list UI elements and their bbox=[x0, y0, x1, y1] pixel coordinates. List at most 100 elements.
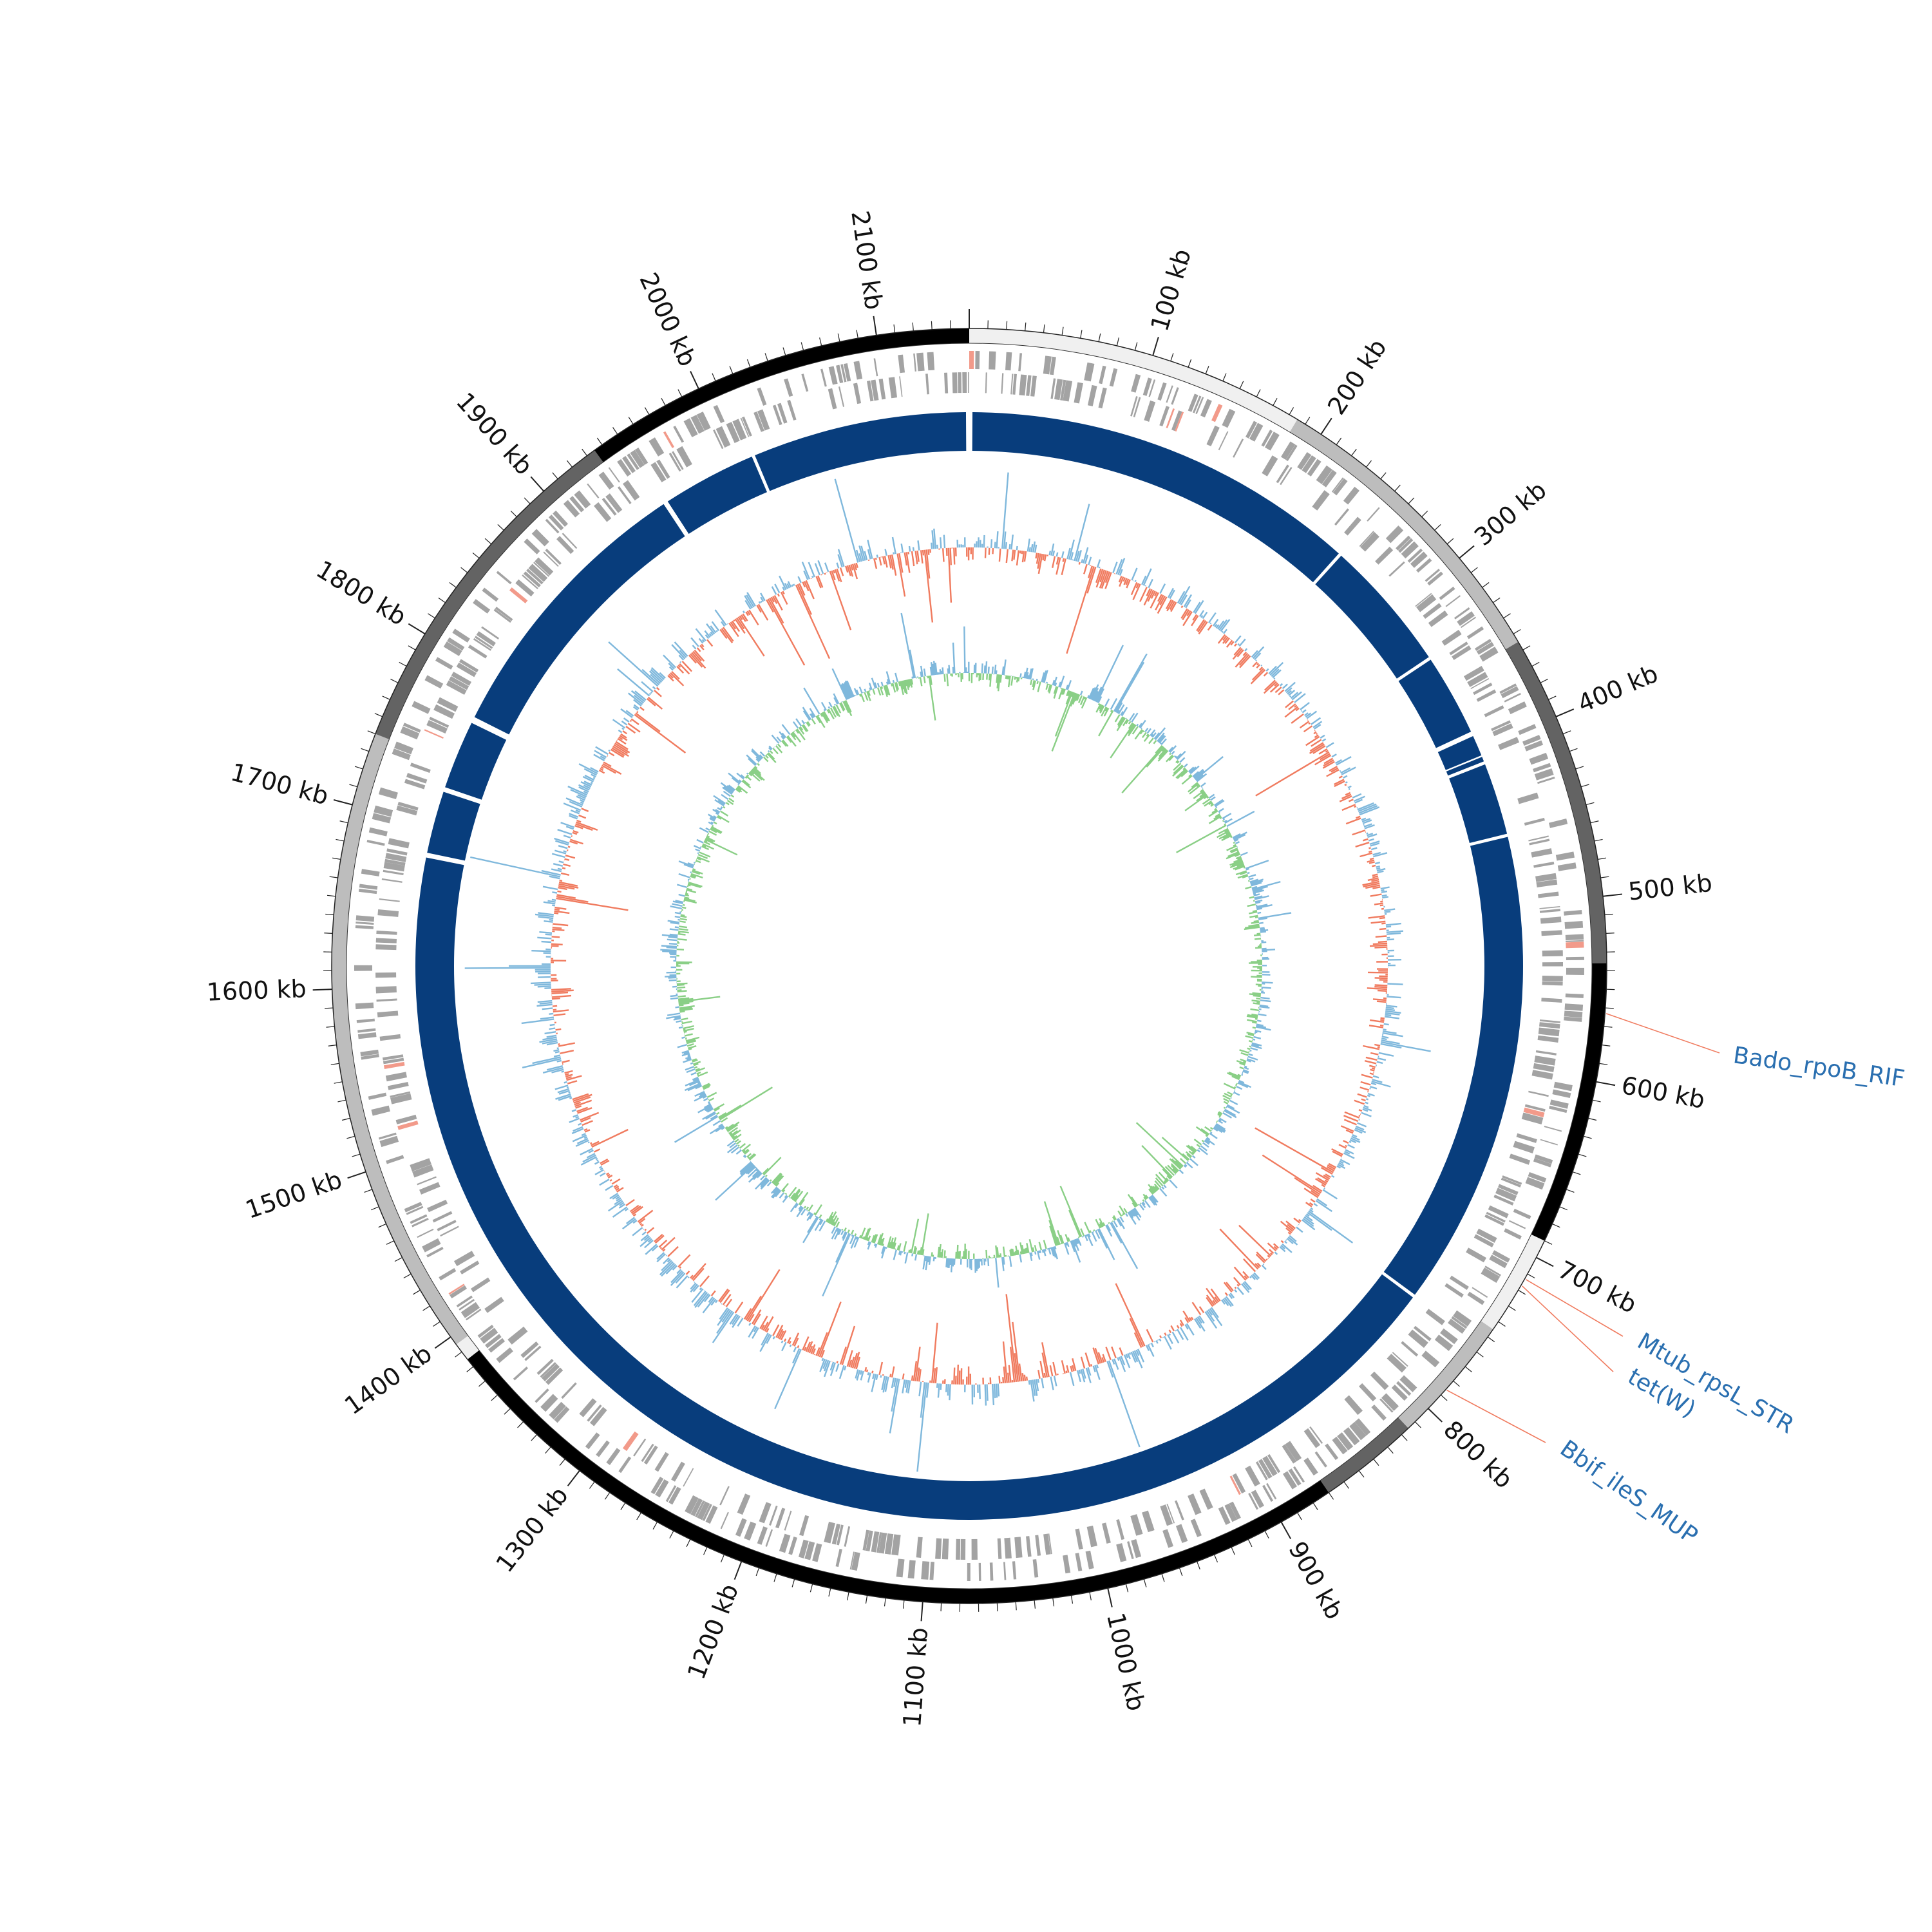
gc-skew-bar bbox=[678, 1026, 683, 1029]
gc-skew-bar bbox=[766, 753, 777, 763]
cds-feature bbox=[1524, 1104, 1546, 1112]
gc-skew-bar bbox=[792, 1189, 801, 1201]
gc-content-bar bbox=[821, 1358, 824, 1361]
cds-feature bbox=[944, 372, 949, 393]
cds-feature bbox=[1075, 1528, 1083, 1550]
gc-content-bar bbox=[1147, 1344, 1155, 1358]
gc-skew-bar bbox=[880, 681, 884, 687]
gc-content-bar bbox=[1309, 1202, 1314, 1206]
scale-tick bbox=[1143, 1578, 1147, 1587]
gc-skew-bar bbox=[796, 728, 806, 741]
gc-skew-bar bbox=[1072, 1240, 1077, 1247]
gc-skew-bar bbox=[1254, 895, 1263, 899]
gc-content-bar bbox=[893, 1378, 896, 1387]
gc-content-bar bbox=[1381, 922, 1386, 925]
gc-content-bar bbox=[670, 1271, 685, 1286]
gc-content-bar bbox=[1358, 805, 1378, 814]
gc-skew-bar bbox=[1254, 1032, 1256, 1034]
gc-content-bar bbox=[848, 1359, 853, 1368]
scale-tick bbox=[596, 437, 603, 446]
gc-content-bar bbox=[1364, 824, 1375, 829]
scale-tick bbox=[1170, 353, 1174, 361]
gc-content-bar bbox=[1242, 1271, 1249, 1278]
gc-content-bar bbox=[1377, 1057, 1387, 1061]
gc-content-bar bbox=[1225, 1296, 1234, 1307]
cds-feature bbox=[435, 657, 453, 670]
gc-content-bar bbox=[567, 846, 571, 848]
scale-tick bbox=[1070, 1595, 1074, 1604]
gc-content-bar bbox=[1061, 558, 1066, 576]
gc-content-bar bbox=[1344, 1111, 1360, 1119]
cds-feature bbox=[1050, 378, 1056, 399]
gc-skew-bar bbox=[1128, 721, 1132, 724]
gc-content-bar bbox=[1125, 1354, 1129, 1359]
gc-skew-bar bbox=[1211, 809, 1218, 814]
cds-feature bbox=[1159, 406, 1170, 427]
cds-feature bbox=[553, 510, 569, 527]
gc-content-bar bbox=[997, 1383, 1000, 1397]
gc-content-bar bbox=[1133, 1332, 1142, 1348]
gc-skew-bar bbox=[833, 693, 840, 705]
gc-skew-bar bbox=[799, 1198, 805, 1206]
gc-content-bar bbox=[599, 1166, 603, 1169]
gc-skew-bar bbox=[739, 1162, 753, 1175]
gc-skew-bar bbox=[1172, 765, 1184, 777]
gc-skew-bar bbox=[920, 1213, 929, 1256]
gc-content-bar bbox=[721, 1309, 732, 1323]
gc-skew-bar bbox=[772, 1173, 782, 1184]
gc-skew-bar bbox=[677, 1043, 688, 1048]
amr-gene-label[interactable]: Bado_rpoB_RIF bbox=[1732, 1042, 1906, 1092]
gc-content-bar bbox=[1032, 541, 1036, 553]
gc-content-bar bbox=[719, 629, 728, 639]
gc-skew-bar bbox=[1222, 1094, 1231, 1100]
scale-tick bbox=[712, 373, 716, 381]
gc-skew-bar bbox=[1101, 706, 1107, 717]
gc-skew-bar bbox=[683, 1051, 690, 1055]
gc-content-bar bbox=[803, 570, 809, 580]
gc-content-bar bbox=[1251, 668, 1265, 681]
gc-content-bar bbox=[1267, 1258, 1269, 1260]
gc-content-bar bbox=[1155, 1340, 1159, 1344]
gc-skew-bar bbox=[1247, 904, 1256, 907]
gc-skew-bar bbox=[772, 1172, 782, 1184]
gc-skew-bar bbox=[1148, 1197, 1156, 1206]
gc-content-bar bbox=[1367, 1094, 1370, 1097]
gc-skew-bar bbox=[1081, 697, 1088, 709]
gc-skew-bar bbox=[686, 889, 697, 893]
gc-content-bar bbox=[1170, 1325, 1175, 1332]
cds-feature bbox=[587, 483, 600, 498]
gc-skew-bar bbox=[860, 1227, 866, 1239]
gc-content-bar bbox=[594, 750, 607, 759]
cds-feature bbox=[460, 1302, 480, 1318]
amr-gene-label[interactable]: Bbif_ileS_MUP bbox=[1555, 1435, 1703, 1549]
cds-feature bbox=[888, 377, 898, 399]
gc-skew-bar bbox=[1169, 745, 1177, 753]
gc-content-bar bbox=[1355, 815, 1361, 819]
contig-segment bbox=[456, 1336, 479, 1359]
gc-content-bar bbox=[1007, 1372, 1010, 1383]
gc-content-bar bbox=[1335, 759, 1342, 764]
scale-tick bbox=[1605, 1007, 1614, 1009]
cds-feature bbox=[1504, 692, 1521, 703]
gc-skew-bar bbox=[668, 979, 677, 981]
gc-content-bar bbox=[1336, 1165, 1341, 1169]
gc-content-bar bbox=[1180, 594, 1188, 605]
scale-tick bbox=[327, 895, 336, 897]
gc-content-bar bbox=[1365, 884, 1381, 889]
gc-content-bar bbox=[1363, 1045, 1380, 1050]
gc-skew-bar bbox=[832, 1222, 836, 1226]
gc-skew-bar bbox=[1058, 681, 1062, 688]
scale-tick bbox=[1134, 342, 1138, 351]
cds-feature bbox=[396, 805, 418, 816]
gc-skew-bar bbox=[1106, 1224, 1112, 1231]
gc-content-bar bbox=[558, 1043, 560, 1045]
gc-skew-bar bbox=[1053, 676, 1057, 686]
gc-content-bar bbox=[1256, 1262, 1262, 1267]
gc-skew-bar bbox=[1245, 1035, 1254, 1039]
gc-content-bar bbox=[594, 1169, 604, 1175]
gc-content-bar bbox=[1157, 596, 1168, 614]
gc-skew-bar bbox=[1169, 1158, 1181, 1170]
gc-content-bar bbox=[1037, 553, 1043, 574]
gc-content-bar bbox=[688, 654, 697, 664]
gc-content-bar bbox=[1111, 1346, 1117, 1359]
